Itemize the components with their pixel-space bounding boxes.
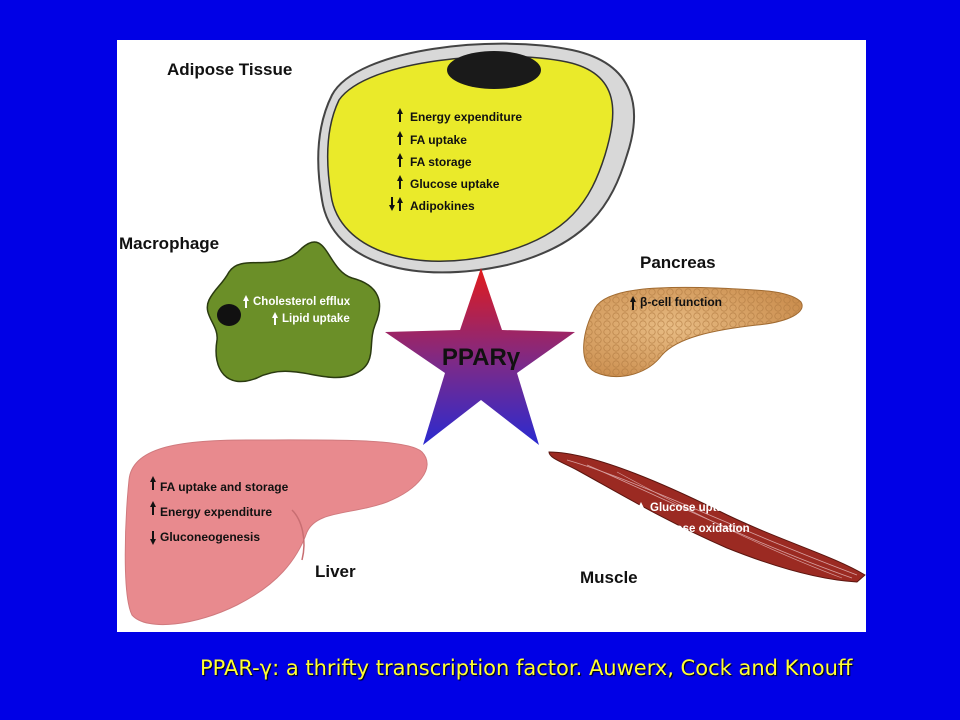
muscle-group: Muscle Glucose uptake Glucose oxidation xyxy=(548,451,866,587)
pancreas-item-beta-cell-function: β-cell function xyxy=(640,295,722,309)
down-arrow-icon xyxy=(150,531,156,545)
up-arrow-icon xyxy=(150,476,156,490)
up-arrow-icon xyxy=(397,153,403,167)
up-arrow-icon xyxy=(397,131,403,145)
ppar-gamma-star xyxy=(385,268,575,445)
muscle-fiber xyxy=(616,471,843,579)
liver-item-gluconeogenesis: Gluconeogenesis xyxy=(160,530,260,544)
adipose-item-fa-storage: FA storage xyxy=(410,155,472,169)
ppar-gamma-diagram: Adipose Tissue Energy expenditure FA upt… xyxy=(119,42,866,626)
adipose-item-adipokines: Adipokines xyxy=(410,199,475,213)
liver-organ xyxy=(124,439,428,626)
adipose-item-energy-expenditure: Energy expenditure xyxy=(410,110,522,124)
muscle-item-glucose-uptake: Glucose uptake xyxy=(650,502,736,514)
liver-item-energy-expenditure: Energy expenditure xyxy=(160,505,272,519)
up-arrow-icon xyxy=(150,501,156,515)
center-label: PPARγ xyxy=(442,344,521,371)
citation-caption: PPAR-γ: a thrifty transcription factor. … xyxy=(200,656,853,680)
muscle-item-glucose-oxidation: Glucose oxidation xyxy=(650,523,750,535)
macrophage-nucleus xyxy=(217,304,241,326)
pancreas-texture xyxy=(583,287,803,377)
liver-lobe-line xyxy=(291,509,305,561)
macrophage-item-lipid-uptake: Lipid uptake xyxy=(282,313,350,325)
adipose-item-fa-uptake: FA uptake xyxy=(410,133,467,147)
muscle-organ xyxy=(548,451,866,583)
macrophage-title: Macrophage xyxy=(119,234,219,253)
muscle-title: Muscle xyxy=(580,568,638,587)
adipose-item-glucose-uptake: Glucose uptake xyxy=(410,177,500,191)
macrophage-cell xyxy=(206,241,381,383)
up-arrow-icon xyxy=(397,197,403,211)
up-arrow-icon xyxy=(638,502,644,516)
up-arrow-icon xyxy=(397,175,403,189)
up-arrow-icon xyxy=(397,108,403,122)
up-arrow-icon xyxy=(630,296,636,310)
pancreas-title: Pancreas xyxy=(640,253,716,272)
liver-title: Liver xyxy=(315,562,356,581)
ppar-gamma-star-group: PPARγ xyxy=(385,268,575,445)
macrophage-group: Macrophage Cholesterol efflux Lipid upta… xyxy=(119,234,381,383)
up-arrow-icon xyxy=(272,312,278,325)
adipose-group: Adipose Tissue Energy expenditure FA upt… xyxy=(167,42,635,274)
up-arrow-icon xyxy=(243,295,249,308)
adipose-nucleus xyxy=(447,51,541,89)
muscle-fiber xyxy=(566,459,858,576)
diagram-panel: Adipose Tissue Energy expenditure FA upt… xyxy=(117,40,866,632)
liver-item-fa-uptake-storage: FA uptake and storage xyxy=(160,480,289,494)
adipose-title: Adipose Tissue xyxy=(167,60,292,79)
down-arrow-icon xyxy=(389,197,395,211)
liver-group: Liver FA uptake and storage Energy expen… xyxy=(124,439,428,626)
pancreas-group: Pancreas β-cell function xyxy=(583,253,803,377)
macrophage-item-cholesterol-efflux: Cholesterol efflux xyxy=(253,296,351,308)
